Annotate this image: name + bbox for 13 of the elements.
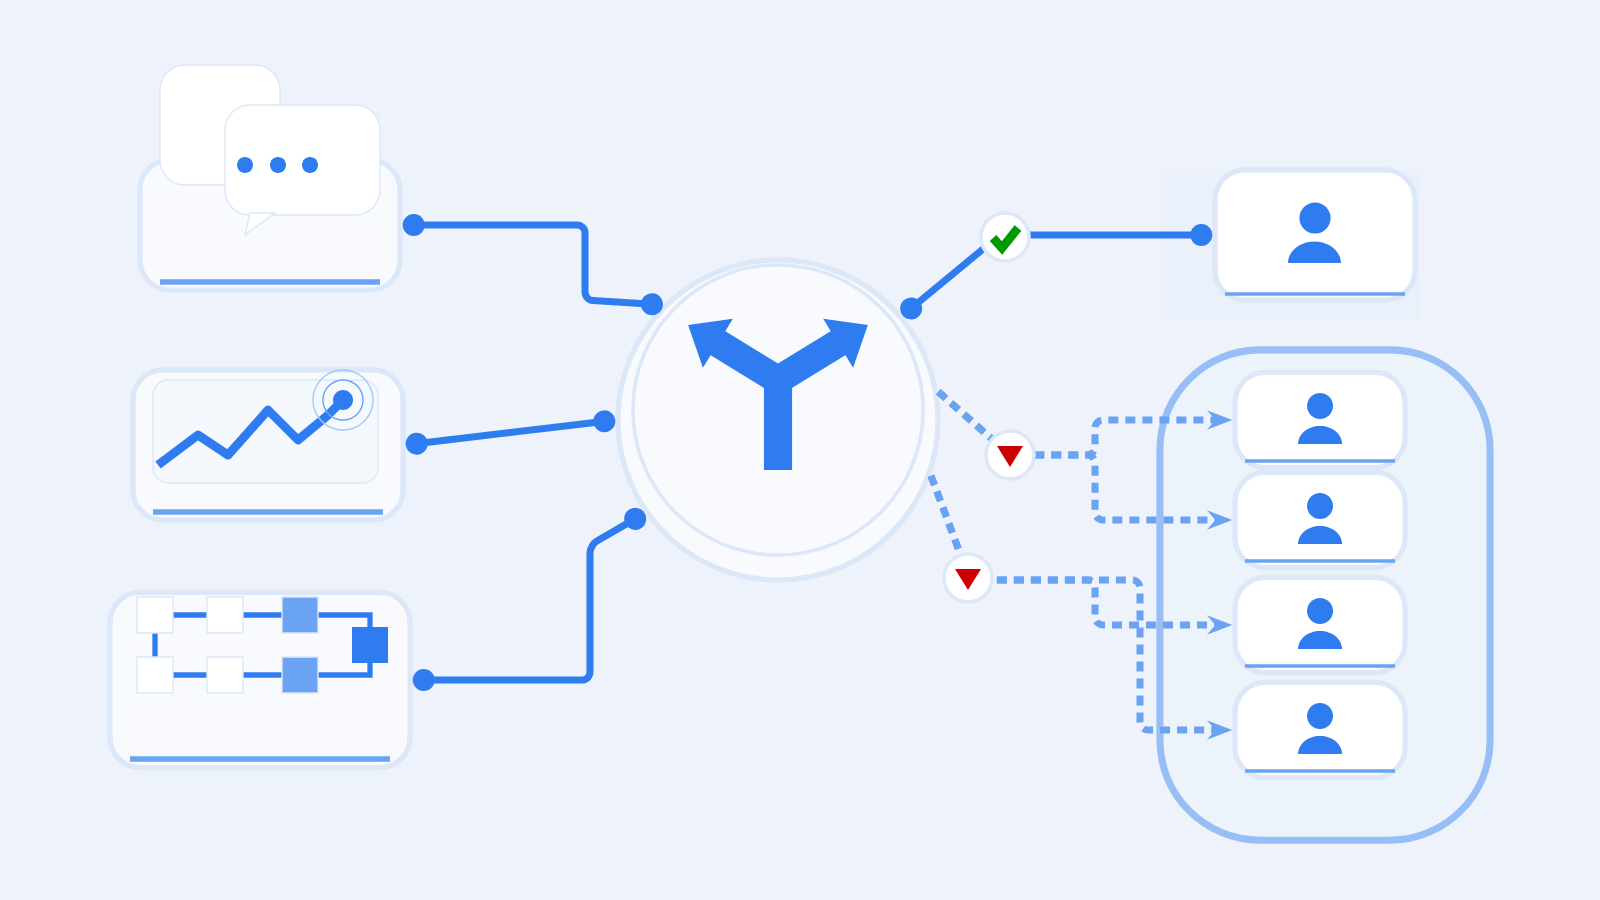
user-card [1232,369,1408,471]
chat-panel-drawing [137,64,403,293]
connector [405,410,616,455]
user-card [1232,679,1408,781]
connector [412,507,647,691]
connector [402,214,663,316]
connector [900,224,1213,320]
router-hub-drawing [615,257,941,583]
chart-panel-drawing [130,367,406,523]
user-card [1232,574,1408,676]
flow-panel-drawing [107,589,413,771]
user-card [1212,167,1418,303]
user-card [1232,469,1408,571]
